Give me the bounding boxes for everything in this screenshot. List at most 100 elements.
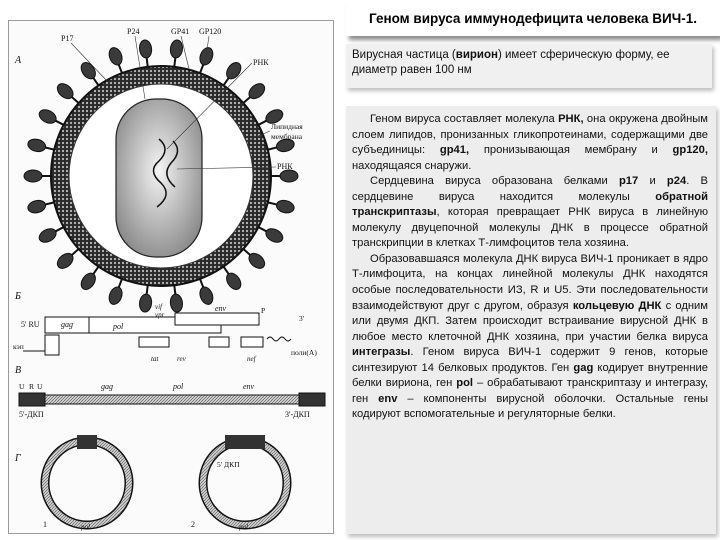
intro-text-box: Вирусная частица (вирион) имеет сферичес… <box>346 44 712 88</box>
b-tat: tat <box>151 355 159 363</box>
body-text-run: . В сердцевине вируса находится молекулы <box>352 175 708 203</box>
glycoprotein-knob <box>139 39 153 59</box>
label-lipid-1: Липидная <box>271 122 303 131</box>
glycoprotein-knob <box>279 169 299 183</box>
b-vif: vif <box>155 303 163 311</box>
body-paragraph: Сердцевина вируса образована белками р17… <box>352 174 708 252</box>
glycoprotein-knob <box>226 272 242 290</box>
body-bold-term: обратной транскриптазы <box>352 190 708 219</box>
ring-1-number: 1 <box>43 520 47 529</box>
b-left-end: 5' RU <box>21 320 40 329</box>
glycoprotein-knob <box>248 252 266 269</box>
glycoprotein-knob <box>169 39 183 59</box>
b-rev: rev <box>177 355 187 363</box>
label-rnk-side: РНК <box>277 162 293 171</box>
body-bold-term: кольцевую ДНК <box>572 299 662 312</box>
panel-a-label: А <box>14 55 22 66</box>
body-paragraph: Геном вируса составляет молекула РНК, он… <box>352 112 708 174</box>
intro-text-before: Вирусная частица ( <box>352 49 456 61</box>
v-gag: gag <box>101 382 113 391</box>
b-nef: nef <box>247 355 257 363</box>
body-bold-term: env <box>378 392 398 405</box>
glycoprotein-knob <box>27 199 47 214</box>
body-text-run: пронизывающая мембрану и <box>469 144 673 157</box>
genome-map-b <box>23 312 292 356</box>
glycoprotein-knob <box>199 286 214 305</box>
v-right-ltr: 3'-ДКП <box>285 410 310 419</box>
glycoprotein-knob <box>108 47 123 66</box>
panel-v-label: В <box>15 365 21 376</box>
glycoprotein-knob <box>199 47 214 66</box>
body-text-run: находящаяся снаружи. <box>352 159 472 172</box>
body-bold-term: gp120, <box>672 144 708 157</box>
ring-two-ltr <box>225 435 265 449</box>
glycoprotein-knob <box>80 272 96 290</box>
hiv-figure: А P17 P24 GP41 GP120 РНК Липидная мембра… <box>8 20 334 534</box>
glycoprotein-knob <box>38 109 57 124</box>
body-text-run: Геном вируса составляет молекула <box>370 113 559 125</box>
body-text-run: . Геном вируса ВИЧ-1 содержит 9 генов, к… <box>352 346 708 374</box>
label-p17: P17 <box>61 34 73 43</box>
glycoprotein-spikes <box>23 39 299 313</box>
glycoprotein-knob <box>23 169 43 183</box>
hiv-diagram: А P17 P24 GP41 GP120 РНК Липидная мембра… <box>13 27 326 531</box>
body-bold-term: gp41, <box>439 144 470 157</box>
intro-text-after: ) имеет сферическую форму, ее диаметр ра… <box>352 49 670 76</box>
slide-title: Геном вируса иммунодефицита человека ВИЧ… <box>368 10 697 26</box>
label-rnk-top: РНК <box>253 58 269 67</box>
ring-2-pol: pol <box>238 523 248 531</box>
v-left-ltr: 5'-ДКП <box>19 410 44 419</box>
ring-1-pol: pol <box>80 523 90 531</box>
body-bold-term: р24 <box>666 175 687 188</box>
body-text-run: – обрабатывают транскриптазу и интегразу… <box>352 377 708 405</box>
b-env: env <box>215 304 227 313</box>
body-bold-term: р17 <box>618 175 639 188</box>
b-three-prime: 3' <box>299 314 305 323</box>
body-text-run: Образовавшаяся молекула ДНК вируса ВИЧ-1… <box>352 252 708 312</box>
glycoprotein-knob <box>108 286 123 305</box>
b-pol: pol <box>112 322 124 331</box>
label-lipid-2: мембрана <box>271 132 303 141</box>
body-bold-term: pol <box>456 377 474 390</box>
body-text-run: с одним или двумя ДКП. Затем происходит … <box>352 299 708 343</box>
body-text-run: и <box>638 175 667 188</box>
b-poly-a: поли(А) <box>291 348 317 357</box>
gene-env-bar <box>174 312 260 326</box>
body-bold-term: gag <box>573 361 594 374</box>
ring-2-number: 2 <box>191 520 195 529</box>
b-gag: gag <box>61 320 73 329</box>
body-bold-term: РНК, <box>558 113 584 125</box>
label-p24: P24 <box>127 27 139 36</box>
v-u3: U <box>19 382 25 391</box>
body-text-box: Геном вируса составляет молекула РНК, он… <box>346 106 716 534</box>
ring-one-ltr <box>77 435 97 449</box>
glycoprotein-knob <box>38 228 57 243</box>
body-text-run: она окружена двойным слоем липидов, прон… <box>352 113 708 157</box>
capsid-core <box>115 98 203 258</box>
rna-strand <box>152 138 167 208</box>
glycoprotein-knob <box>226 62 242 80</box>
body-text-run: кодирует внутренние белки вириона, ген <box>352 361 709 390</box>
ring-ltr-label: 5' ДКП <box>217 460 240 469</box>
glycoprotein-knob <box>248 83 266 100</box>
b-ksp: кэп <box>13 342 24 351</box>
leader-lines <box>70 35 277 170</box>
v-pol: pol <box>172 382 184 391</box>
v-u5: U <box>37 382 43 391</box>
glycoprotein-knob <box>56 83 74 100</box>
v-env: env <box>243 382 255 391</box>
label-gp41: GP41 <box>171 27 189 36</box>
glycoprotein-knob <box>275 138 295 153</box>
intro-text-bold: вирион <box>455 49 498 61</box>
body-bold-term: интегразы <box>352 346 411 359</box>
glycoprotein-knob <box>56 252 74 269</box>
glycoprotein-knob <box>27 138 47 153</box>
glycoprotein-knob <box>169 293 183 313</box>
label-gp120: GP120 <box>199 27 221 36</box>
proviral-dna-bar <box>18 394 326 405</box>
rna-strand-2 <box>166 140 179 188</box>
glycoprotein-knob <box>265 228 284 243</box>
glycoprotein-knob <box>80 62 96 80</box>
body-text-run: , которая превращает РНК вируса в линейн… <box>352 206 708 250</box>
body-text-run: Сердцевина вируса образована белками <box>370 175 619 188</box>
